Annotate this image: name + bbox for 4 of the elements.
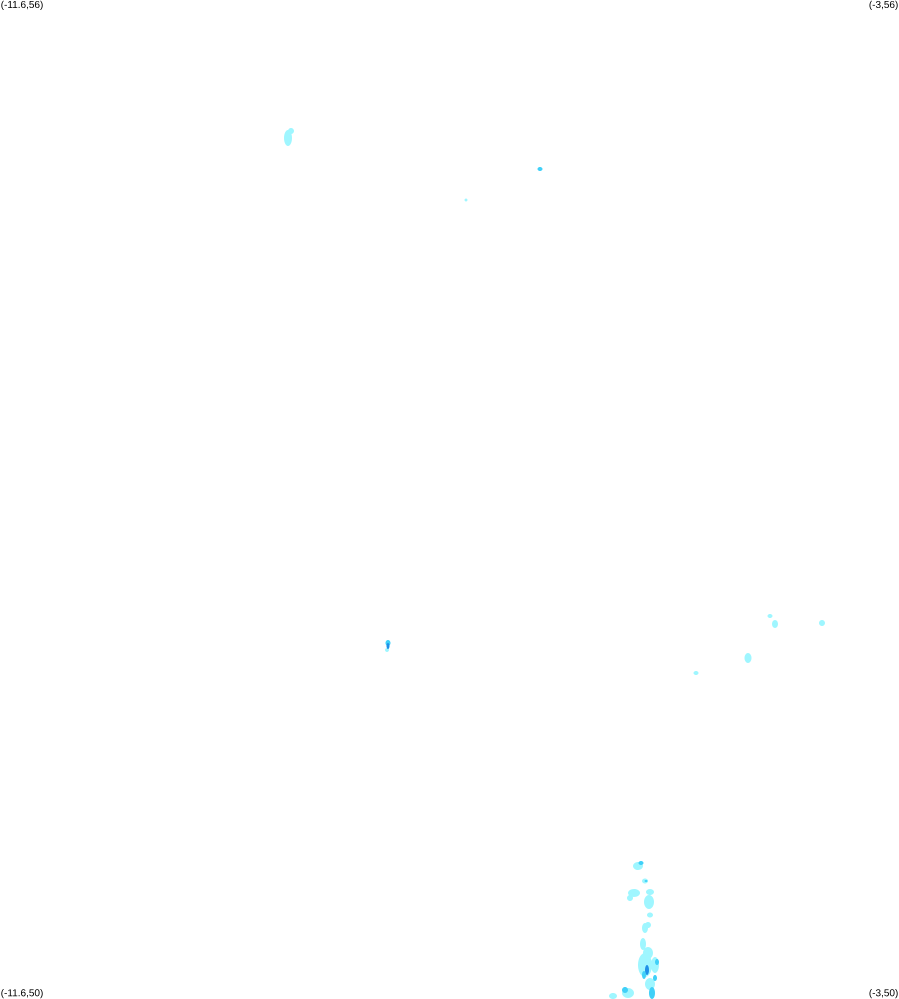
- corner-coordinate: (-3,56): [869, 0, 898, 10]
- corner-coordinate: (-11.6,50): [1, 988, 43, 998]
- corner-coordinate: (-3,50): [869, 988, 898, 998]
- corner-coordinate: (-11.6,56): [1, 0, 43, 10]
